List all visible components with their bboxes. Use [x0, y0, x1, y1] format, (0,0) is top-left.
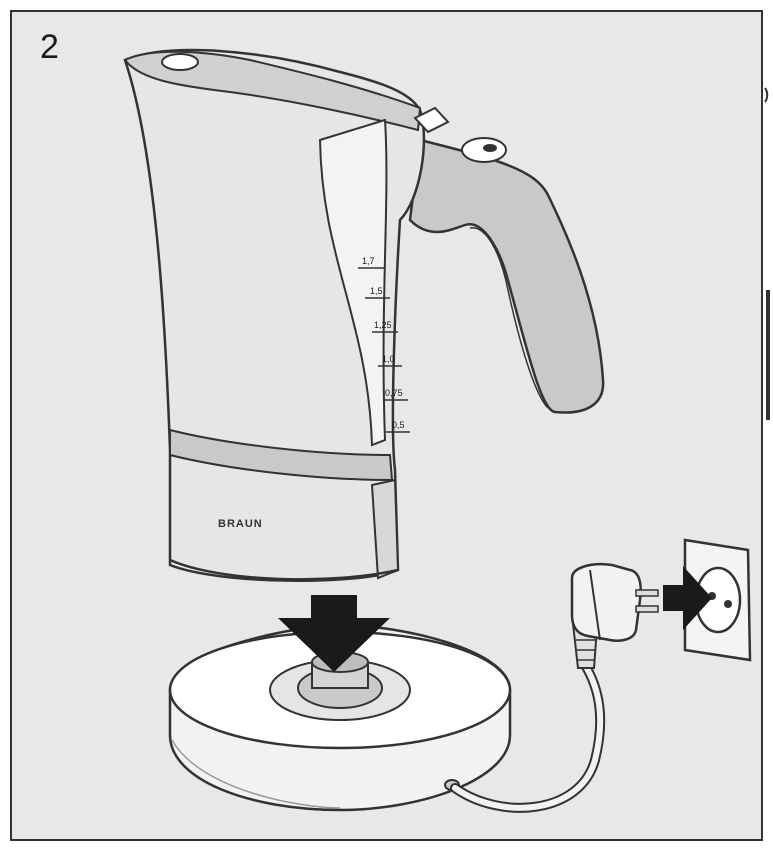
scale-mark-label: 1,7: [362, 256, 375, 266]
scale-mark-label: 1,25: [374, 320, 392, 330]
kettle-body: [123, 48, 605, 582]
water-level-window: [318, 118, 388, 447]
water-scale: [358, 267, 410, 433]
scale-mark-label: 0,75: [385, 388, 403, 398]
down-arrow-icon: [278, 595, 390, 672]
brand-logo: BRAUN: [218, 518, 263, 530]
figure-panel: [10, 10, 763, 841]
wall-socket-icon: [683, 538, 752, 662]
plug-icon: [570, 563, 659, 642]
right-arrow-icon: [663, 566, 712, 630]
step-number: 2: [40, 28, 59, 66]
scale-mark-label: 1,5: [370, 286, 383, 296]
power-base: [168, 623, 512, 812]
scale-mark-label: 1,0: [382, 354, 395, 364]
scale-mark-label: 0,5: [392, 420, 405, 430]
